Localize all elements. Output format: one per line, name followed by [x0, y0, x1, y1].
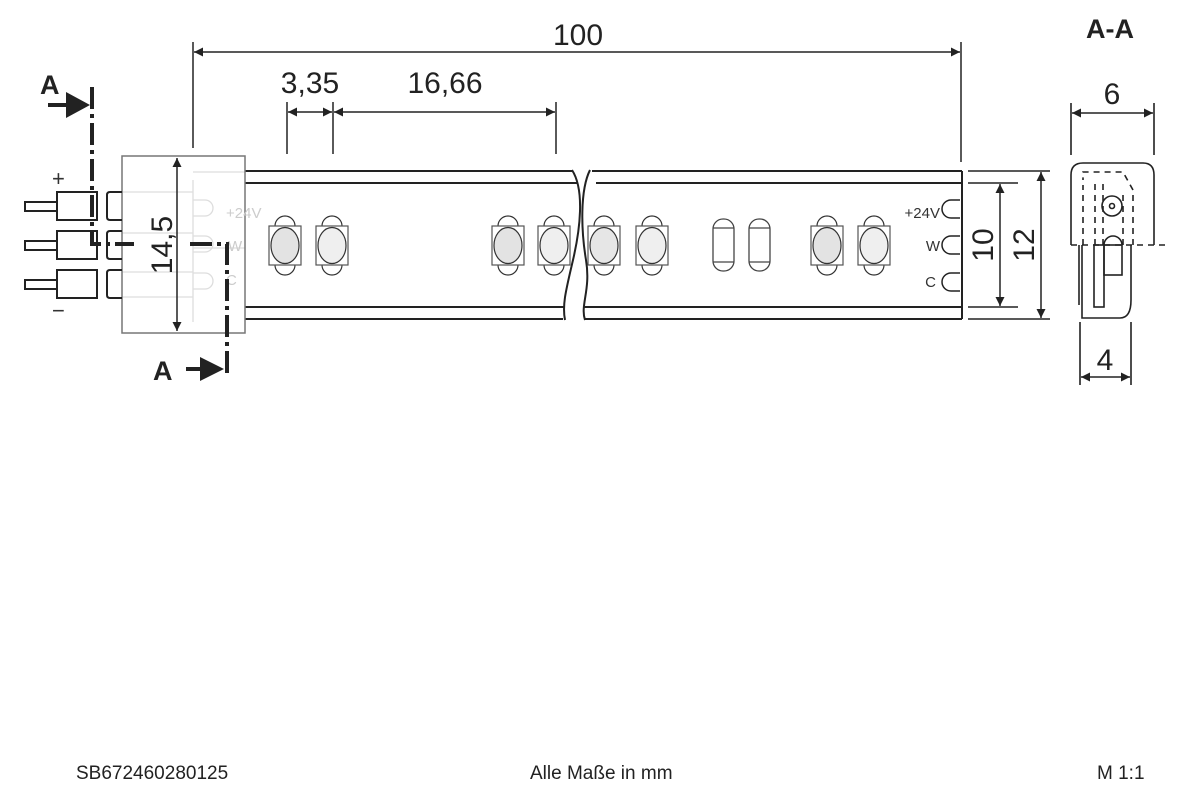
units-note: Alle Maße in mm [530, 763, 673, 784]
strip-contacts [941, 199, 960, 292]
led [587, 215, 621, 276]
contact-label-24v: +24V [905, 205, 940, 222]
dimension-pitch-small-label: 3,35 [281, 67, 339, 100]
contact-label-c: C [925, 274, 936, 291]
pin-plus [24, 201, 58, 212]
led [268, 215, 302, 276]
dimension-connector-height-label: 14,5 [146, 216, 179, 274]
scale-label: M 1:1 [1097, 763, 1145, 784]
contact-label-w: W [926, 238, 941, 255]
dimension-total-length [192, 42, 962, 162]
pin-w [24, 240, 58, 251]
section-line [48, 87, 229, 381]
led [810, 215, 844, 276]
faint-contact-w: W [228, 238, 243, 255]
section-title: A-A [1086, 14, 1134, 44]
led-strip [245, 169, 963, 321]
dimension-6-label: 6 [1104, 78, 1121, 111]
plus-label: + [52, 166, 65, 191]
dimension-pitch [286, 102, 557, 154]
led [315, 215, 349, 276]
pin-minus [24, 279, 58, 290]
resistors [712, 218, 771, 272]
part-number: SB672460280125 [76, 763, 229, 784]
resistor [712, 218, 735, 272]
section-view [1070, 103, 1166, 385]
led [537, 215, 571, 276]
dimension-12-label: 12 [1008, 228, 1041, 261]
dimension-strip-width [968, 170, 1050, 320]
dimension-pitch-large-label: 16,66 [407, 67, 482, 100]
minus-label: − [52, 298, 65, 323]
dimension-10-label: 10 [967, 228, 1000, 261]
led [491, 215, 525, 276]
dimension-4-label: 4 [1097, 344, 1114, 377]
faint-contact-24v: +24V [226, 205, 261, 222]
connector [24, 155, 246, 334]
section-marker-bottom: A [153, 356, 173, 386]
led [635, 215, 669, 276]
resistor [748, 218, 771, 272]
led [857, 215, 891, 276]
led-group [268, 215, 891, 276]
dimension-total-length-label: 100 [553, 19, 603, 52]
section-marker-top: A [40, 70, 60, 100]
faint-contact-c: C [226, 272, 237, 289]
